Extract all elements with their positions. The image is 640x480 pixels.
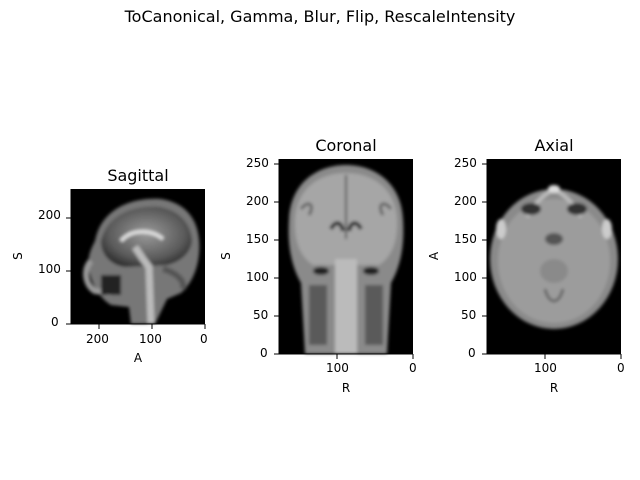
- sagittal-axes: [66, 189, 206, 329]
- sagittal-image: [71, 189, 205, 325]
- sagittal-title: Sagittal: [107, 166, 169, 185]
- axial-image: [487, 159, 621, 354]
- sagittal-xtick-200: 200: [86, 332, 109, 346]
- coronal-xlabel: R: [341, 381, 351, 395]
- coronal-axes: [274, 159, 414, 359]
- axial-ytick-100: 100: [454, 270, 477, 284]
- coronal-title: Coronal: [315, 136, 377, 155]
- axial-title: Axial: [534, 136, 574, 155]
- axial-xtick-100: 100: [534, 361, 557, 375]
- coronal-ytick-200: 200: [246, 194, 269, 208]
- coronal-xtick-100: 100: [326, 361, 349, 375]
- axial-ytick-200: 200: [454, 194, 477, 208]
- sagittal-ytick-0: 0: [51, 315, 59, 329]
- sagittal-xlabel: A: [133, 351, 143, 365]
- axial-xlabel: R: [549, 381, 559, 395]
- sagittal-ytick-100: 100: [38, 262, 61, 276]
- sagittal-ytick-200: 200: [38, 208, 61, 222]
- axial-ytick-250: 250: [454, 156, 477, 170]
- coronal-ytick-50: 50: [253, 308, 269, 322]
- coronal-ytick-250: 250: [246, 156, 269, 170]
- sagittal-xtick-0: 0: [200, 332, 208, 346]
- axial-axes: [482, 159, 622, 359]
- coronal-ytick-100: 100: [246, 270, 269, 284]
- figure-title: ToCanonical, Gamma, Blur, Flip, RescaleI…: [124, 7, 516, 26]
- sagittal-ylabel: S: [10, 252, 25, 260]
- axial-ytick-0: 0: [468, 346, 476, 360]
- coronal-image: [279, 159, 413, 354]
- axial-xtick-0: 0: [617, 361, 625, 375]
- coronal-ytick-150: 150: [246, 232, 269, 246]
- coronal-xtick-0: 0: [409, 361, 417, 375]
- coronal-ytick-0: 0: [260, 346, 268, 360]
- sagittal-xtick-100: 100: [139, 332, 162, 346]
- axial-ylabel: A: [427, 251, 442, 261]
- axial-ytick-50: 50: [461, 308, 477, 322]
- coronal-ylabel: S: [218, 252, 233, 260]
- axial-ytick-150: 150: [454, 232, 477, 246]
